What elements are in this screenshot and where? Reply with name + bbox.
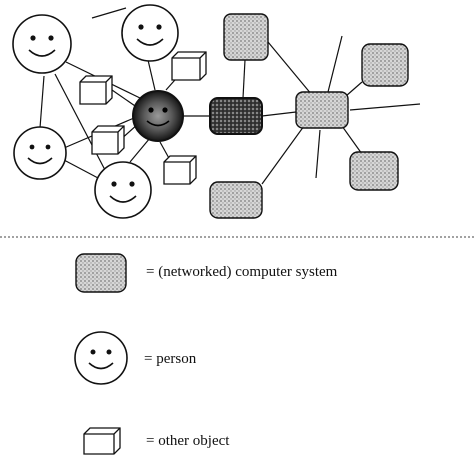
highlighted-person-hub-icon [132, 90, 184, 142]
link-person3-person4 [63, 159, 99, 179]
legend-person-face-icon [74, 331, 128, 385]
link-hub2-down-open [315, 129, 321, 179]
computer-system-icon [349, 151, 399, 191]
legend-other-object-cube-icon [83, 427, 121, 455]
link-hub2-right-top [345, 81, 363, 97]
computer-system-icon [361, 43, 409, 87]
person-face-icon [13, 126, 67, 180]
link-person4-hub [129, 137, 151, 163]
link-hub-cube1 [111, 89, 139, 109]
computer-system-hub-icon [295, 91, 349, 129]
other-object-cube-icon [163, 155, 197, 185]
legend-object-label: = other object [146, 433, 230, 449]
other-object-cube-icon [91, 125, 125, 155]
link-hub2-bottom-left [261, 125, 305, 185]
link-hub2-right-open [349, 103, 421, 111]
person-face-icon [121, 4, 179, 62]
legend-computer-label: = (networked) computer system [146, 264, 338, 280]
dark-computer-system-icon [209, 97, 263, 135]
link-hub2-up-open [327, 35, 343, 93]
link-computer-top-down [242, 59, 246, 99]
link-dark-hub2 [261, 111, 297, 117]
other-object-cube-icon [79, 75, 113, 105]
link-person1-person3 [39, 75, 45, 129]
computer-system-icon [209, 181, 263, 219]
link-person2-hub [147, 59, 156, 91]
person-face-icon [94, 161, 152, 219]
link-hub2-right-bottom [341, 125, 363, 155]
person-face-icon [12, 14, 72, 74]
legend-computer-system-icon [75, 253, 127, 293]
legend-person-label: = person [144, 351, 197, 367]
link-computer-top-hub2 [267, 41, 313, 96]
link-person1-person2 [91, 7, 127, 19]
other-object-cube-icon [171, 51, 207, 81]
computer-system-icon [223, 13, 269, 61]
